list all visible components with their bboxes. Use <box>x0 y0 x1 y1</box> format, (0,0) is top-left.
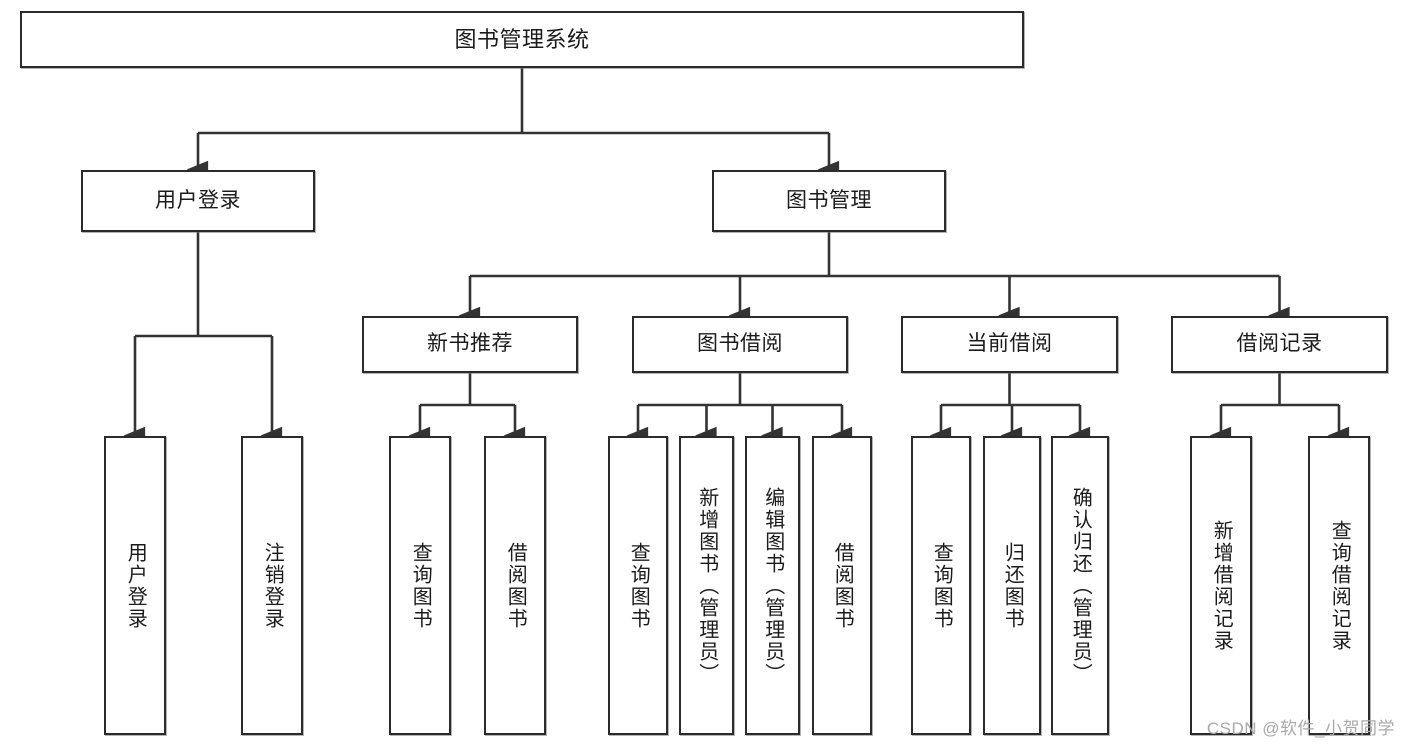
leaf-query-book-3[interactable]: 查询图书 <box>911 436 971 735</box>
leaf-user-login[interactable]: 用户登录 <box>104 436 166 735</box>
leaf-confirm-return-label: 确认归还（管理员） <box>1069 486 1092 685</box>
watermark: CSDN @软件_小贺同学 <box>1206 719 1395 738</box>
leaf-borrow-book-2[interactable]: 借阅图书 <box>812 436 872 735</box>
leaf-logout-label: 注销登录 <box>261 541 284 630</box>
leaf-query-book-2[interactable]: 查询图书 <box>608 436 668 735</box>
leaf-add-record[interactable]: 新增借阅记录 <box>1190 436 1252 735</box>
leaf-edit-book-label: 编辑图书（管理员） <box>761 486 784 685</box>
node-new-book-recommend-label: 新书推荐 <box>427 332 513 356</box>
leaf-borrow-book-1[interactable]: 借阅图书 <box>484 436 546 735</box>
node-user-login[interactable]: 用户登录 <box>81 170 315 232</box>
leaf-query-book-2-label: 查询图书 <box>627 541 650 630</box>
leaf-query-book-1-label: 查询图书 <box>409 541 432 630</box>
leaf-confirm-return[interactable]: 确认归还（管理员） <box>1051 436 1109 735</box>
leaf-add-record-label: 新增借阅记录 <box>1210 519 1233 652</box>
leaf-add-book-label: 新增图书（管理员） <box>695 486 718 685</box>
leaf-edit-book[interactable]: 编辑图书（管理员） <box>745 436 800 735</box>
node-current-borrow[interactable]: 当前借阅 <box>901 316 1118 373</box>
node-book-borrow-label: 图书借阅 <box>697 332 783 356</box>
node-new-book-recommend[interactable]: 新书推荐 <box>362 316 578 373</box>
node-current-borrow-label: 当前借阅 <box>966 332 1053 356</box>
node-root-label: 图书管理系统 <box>454 26 590 52</box>
leaf-return-book[interactable]: 归还图书 <box>983 436 1041 735</box>
node-borrow-record[interactable]: 借阅记录 <box>1171 316 1388 373</box>
node-borrow-record-label: 借阅记录 <box>1236 332 1323 356</box>
node-book-manage-label: 图书管理 <box>786 188 872 212</box>
leaf-borrow-book-1-label: 借阅图书 <box>504 541 527 630</box>
node-user-login-label: 用户登录 <box>155 188 241 212</box>
node-book-manage[interactable]: 图书管理 <box>712 170 946 232</box>
node-book-borrow[interactable]: 图书借阅 <box>632 316 848 373</box>
leaf-return-book-label: 归还图书 <box>1001 541 1024 630</box>
leaf-query-record-label: 查询借阅记录 <box>1328 519 1351 652</box>
leaf-query-record[interactable]: 查询借阅记录 <box>1308 436 1370 735</box>
leaf-add-book[interactable]: 新增图书（管理员） <box>679 436 734 735</box>
leaf-query-book-1[interactable]: 查询图书 <box>389 436 451 735</box>
leaf-logout[interactable]: 注销登录 <box>241 436 303 735</box>
leaf-query-book-3-label: 查询图书 <box>930 541 953 630</box>
leaf-user-login-label: 用户登录 <box>124 541 147 630</box>
node-root[interactable]: 图书管理系统 <box>20 11 1024 68</box>
leaf-borrow-book-2-label: 借阅图书 <box>831 541 854 630</box>
edge-paths <box>123 68 1350 445</box>
